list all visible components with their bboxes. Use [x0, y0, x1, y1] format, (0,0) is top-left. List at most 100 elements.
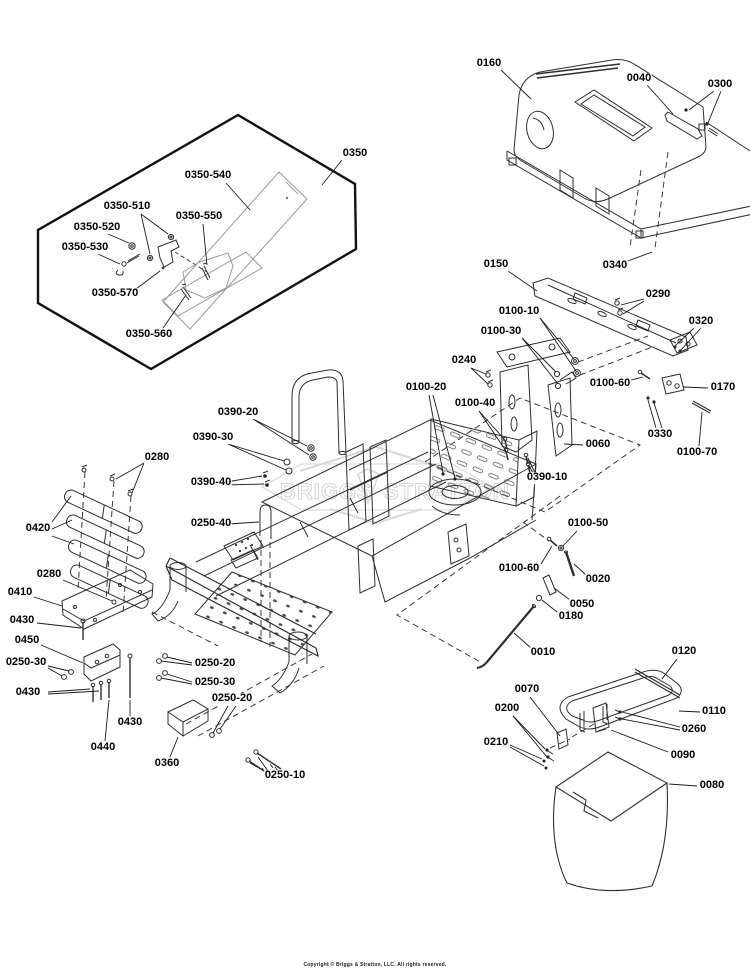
- part-label-0350-520: 0350-520: [72, 221, 122, 234]
- leader-line-0340: [627, 251, 653, 262]
- hex-detail-panel: [36, 113, 358, 371]
- part-label-0170: 0170: [709, 381, 737, 394]
- part-label-0100-60-b: 0100-60: [497, 562, 541, 575]
- leader-line-0390-20: [252, 418, 310, 456]
- leader-line-0390-20: [252, 418, 308, 447]
- leader-line-0320: [674, 327, 695, 347]
- leader-line-0250-30-b: [160, 677, 193, 685]
- leader-line-0300: [688, 90, 715, 111]
- part-label-0070: 0070: [513, 683, 541, 696]
- part-label-0410: 0410: [6, 586, 34, 599]
- support-rail: [532, 277, 698, 357]
- leader-line-0180: [541, 599, 558, 613]
- part-label-0250-20-b: 0250-20: [210, 692, 254, 705]
- part-label-0200: 0200: [493, 702, 521, 715]
- part-label-0210: 0210: [482, 736, 510, 749]
- u-bolt: [259, 504, 272, 539]
- leader-line-0100-70: [698, 411, 703, 447]
- leader-line-0290: [622, 300, 645, 315]
- part-label-0300: 0300: [706, 78, 734, 91]
- leader-line-0260: [621, 718, 681, 731]
- briggs-stratton-watermark: BRIGGS STRATTON: [260, 445, 509, 525]
- leader-line-0350-510: [140, 213, 169, 235]
- part-label-0100-10: 0100-10: [497, 305, 541, 318]
- part-label-0100-40: 0100-40: [453, 397, 497, 410]
- part-label-0340: 0340: [601, 259, 629, 272]
- part-label-0160: 0160: [475, 57, 503, 70]
- part-label-0100-20: 0100-20: [404, 381, 448, 394]
- part-label-0110: 0110: [701, 705, 727, 718]
- part-label-0420: 0420: [24, 522, 52, 535]
- part-label-0060: 0060: [584, 438, 612, 451]
- leader-line-0430-b: [47, 690, 100, 695]
- leader-line-0440: [104, 699, 110, 742]
- copyright-text: Copyright © Briggs & Stratton, LLC. All …: [303, 962, 447, 968]
- leader-line-0100-30: [521, 337, 557, 373]
- leader-line-0350: [321, 159, 343, 186]
- leader-line-0240: [470, 367, 489, 385]
- leader-line-0430-b: [47, 688, 91, 693]
- part-label-0040: 0040: [625, 72, 653, 85]
- part-label-0350-530: 0350-530: [60, 241, 110, 254]
- leader-line-0250-30-a: [47, 665, 70, 672]
- leader-line-0420: [51, 495, 72, 523]
- leader-line-0250-40: [227, 521, 260, 525]
- part-label-0150: 0150: [482, 258, 510, 271]
- part-label-0440: 0440: [89, 741, 117, 754]
- grass-bag: [552, 751, 669, 892]
- leader-line-0100-10: [539, 317, 575, 360]
- leader-line-0250-30-a: [47, 667, 63, 677]
- leader-line-0350-540: [225, 182, 251, 211]
- leader-line-0250-20-b: [212, 705, 229, 734]
- control-rods: [476, 536, 576, 670]
- leader-line-0210: [509, 746, 545, 767]
- engine-cover: [506, 59, 750, 239]
- part-label-0100-70: 0100-70: [675, 446, 719, 459]
- part-label-0250-10: 0250-10: [263, 769, 307, 782]
- part-label-0350-560: 0350-560: [124, 328, 174, 341]
- part-label-0100-50: 0100-50: [566, 517, 610, 530]
- leader-line-0050: [553, 587, 571, 601]
- leader-line-0150: [507, 270, 538, 292]
- part-label-0260: 0260: [680, 723, 708, 736]
- part-label-0350-570: 0350-570: [90, 287, 140, 300]
- leader-line-0350-530: [97, 253, 121, 265]
- leader-line-0010: [513, 632, 532, 649]
- part-label-0250-40: 0250-40: [189, 517, 233, 530]
- leader-line-0100-10: [539, 317, 577, 372]
- leader-line-0320: [679, 327, 702, 352]
- leader-line-0430-a: [36, 622, 82, 629]
- leader-line-0250-20-a: [166, 656, 193, 664]
- part-label-0080: 0080: [698, 779, 726, 792]
- part-label-0430-b: 0430: [14, 686, 42, 699]
- part-label-0390-40: 0390-40: [189, 476, 233, 489]
- leader-line-0200: [512, 715, 546, 750]
- leader-line-0360: [169, 736, 179, 758]
- part-label-0390-30: 0390-30: [191, 431, 235, 444]
- leader-line-0070: [529, 696, 561, 737]
- leader-line-0290: [620, 298, 645, 306]
- part-label-0050: 0050: [568, 598, 596, 611]
- leader-line-0420: [51, 535, 75, 545]
- part-label-0330: 0330: [646, 428, 674, 441]
- leader-line-0250-30-b: [166, 673, 193, 683]
- leader-line-0100-20: [428, 394, 444, 474]
- leader-line-0300: [707, 90, 722, 124]
- leader-line-0280-a: [131, 462, 145, 494]
- leader-line-0250-10: [257, 756, 269, 772]
- leader-line-0090: [610, 729, 669, 753]
- part-label-0350: 0350: [341, 147, 369, 160]
- leader-line-0210: [509, 744, 543, 760]
- leader-line-0280-a: [115, 462, 145, 480]
- leader-line-0100-60-b: [540, 545, 553, 565]
- part-label-0280-b: 0280: [35, 568, 63, 581]
- leader-line-0350-510: [140, 213, 151, 255]
- clevis-pin: [691, 400, 712, 414]
- leader-line-0100-40: [478, 410, 506, 441]
- chassis-frame: [151, 418, 538, 694]
- leader-line-0350-560: [162, 294, 187, 329]
- spacer-block: [166, 699, 210, 738]
- leader-line-0390-30: [227, 443, 287, 471]
- weight-stack: [61, 464, 282, 778]
- leader-line-0100-30: [521, 337, 559, 385]
